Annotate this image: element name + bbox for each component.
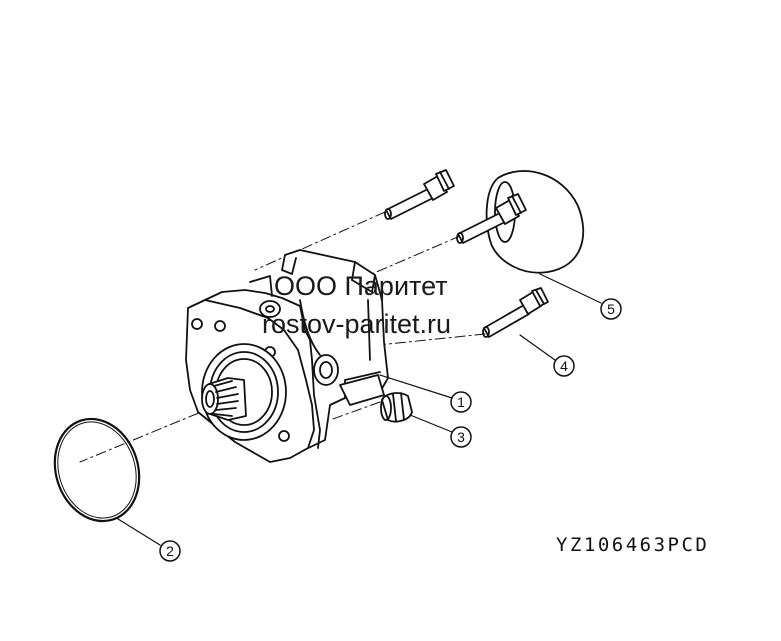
callout-1: 1 (450, 391, 472, 413)
callout-5: 5 (600, 298, 622, 320)
svg-text:5: 5 (607, 301, 615, 317)
svg-text:3: 3 (457, 429, 465, 445)
watermark-company: ООО Паритет (274, 271, 448, 301)
pump-body (185, 249, 389, 463)
callout-4: 4 (553, 355, 575, 377)
bolt-middle (456, 193, 527, 244)
drawing-reference-code: YZ106463PCD (556, 534, 710, 556)
callout-3: 3 (450, 426, 472, 448)
svg-text:1: 1 (457, 394, 465, 410)
plug-part (380, 392, 413, 423)
svg-text:4: 4 (560, 358, 568, 374)
bolt-lower (482, 287, 549, 338)
bolt-top (384, 169, 455, 220)
o-ring-part (53, 417, 141, 523)
callout-2: 2 (159, 540, 181, 562)
leader-lines (117, 273, 602, 546)
svg-text:2: 2 (166, 543, 174, 559)
watermark-website: rostov-paritet.ru (262, 309, 452, 339)
